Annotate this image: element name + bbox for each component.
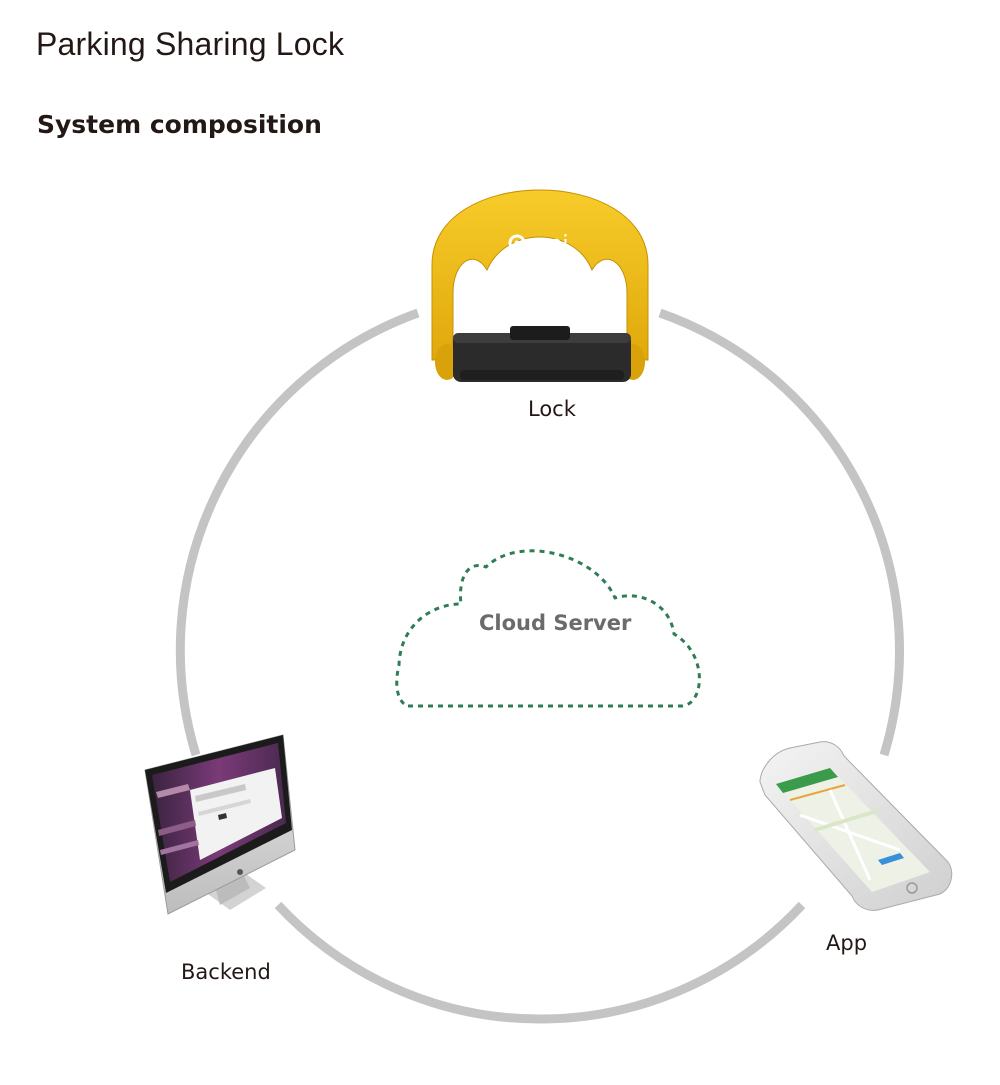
section-title: System composition	[37, 110, 322, 139]
ring-arc-app-to-backend	[274, 901, 806, 1024]
omni-logo: mni	[508, 232, 569, 257]
app-label: App	[826, 931, 868, 955]
smartphone-image	[759, 741, 953, 911]
lock-label: Lock	[528, 397, 576, 421]
ring-arc-lock-to-app	[658, 308, 904, 757]
connection-ring	[175, 308, 904, 1024]
cloud-outline	[395, 549, 701, 708]
backend-label: Backend	[181, 960, 271, 984]
ring-arc-backend-to-lock	[175, 308, 420, 757]
parking-lock-image: mni	[431, 189, 649, 382]
desktop-computer-image	[144, 734, 296, 915]
cloud-server-label: Cloud Server	[479, 611, 632, 635]
page-title: Parking Sharing Lock	[36, 26, 345, 62]
svg-text:mni: mni	[527, 232, 569, 257]
